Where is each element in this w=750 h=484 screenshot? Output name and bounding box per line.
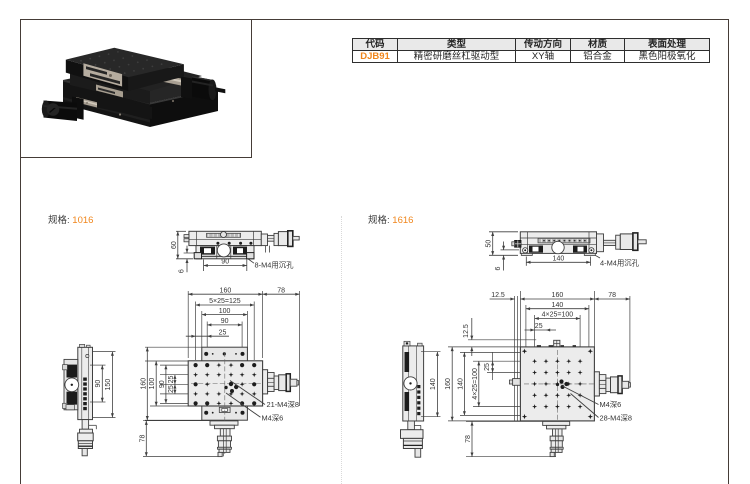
svg-text:160: 160	[445, 378, 452, 390]
svg-text:25: 25	[484, 363, 491, 371]
svg-text:78: 78	[139, 435, 146, 443]
svg-text:60: 60	[171, 241, 178, 249]
svg-text:6: 6	[178, 269, 185, 273]
svg-text:78: 78	[608, 292, 616, 299]
svg-text:4-M4用沉孔: 4-M4用沉孔	[600, 258, 640, 267]
svg-text:25: 25	[168, 385, 175, 393]
svg-text:140: 140	[457, 378, 464, 390]
svg-text:28-M4深8: 28-M4深8	[600, 414, 632, 423]
svg-text:100: 100	[219, 308, 231, 315]
svg-text:25: 25	[168, 376, 175, 384]
svg-text:90: 90	[221, 259, 229, 266]
svg-text:78: 78	[277, 287, 285, 294]
svg-text:12.5: 12.5	[463, 324, 470, 338]
svg-text:160: 160	[220, 287, 232, 294]
svg-text:25: 25	[219, 329, 227, 336]
svg-text:M4深6: M4深6	[262, 414, 284, 423]
svg-text:140: 140	[552, 302, 564, 309]
svg-text:25: 25	[535, 323, 543, 330]
svg-text:90: 90	[221, 318, 229, 325]
svg-text:90: 90	[159, 380, 166, 388]
svg-text:8-M4用沉孔: 8-M4用沉孔	[255, 260, 295, 269]
svg-text:100: 100	[149, 378, 156, 390]
svg-text:160: 160	[552, 292, 564, 299]
svg-text:5×25=125: 5×25=125	[209, 298, 241, 305]
svg-text:160: 160	[140, 378, 147, 390]
svg-text:78: 78	[465, 435, 472, 443]
svg-text:21-M4深8: 21-M4深8	[267, 400, 299, 409]
svg-text:140: 140	[430, 378, 437, 390]
svg-text:50: 50	[486, 240, 493, 248]
svg-text:4×25=100: 4×25=100	[542, 312, 574, 319]
svg-text:140: 140	[553, 256, 565, 263]
svg-text:12.5: 12.5	[491, 292, 505, 299]
svg-text:90: 90	[95, 380, 102, 388]
svg-text:6: 6	[495, 266, 502, 270]
svg-text:M4深6: M4深6	[600, 400, 622, 409]
svg-text:150: 150	[105, 379, 112, 391]
svg-text:4×25=100: 4×25=100	[472, 368, 479, 400]
